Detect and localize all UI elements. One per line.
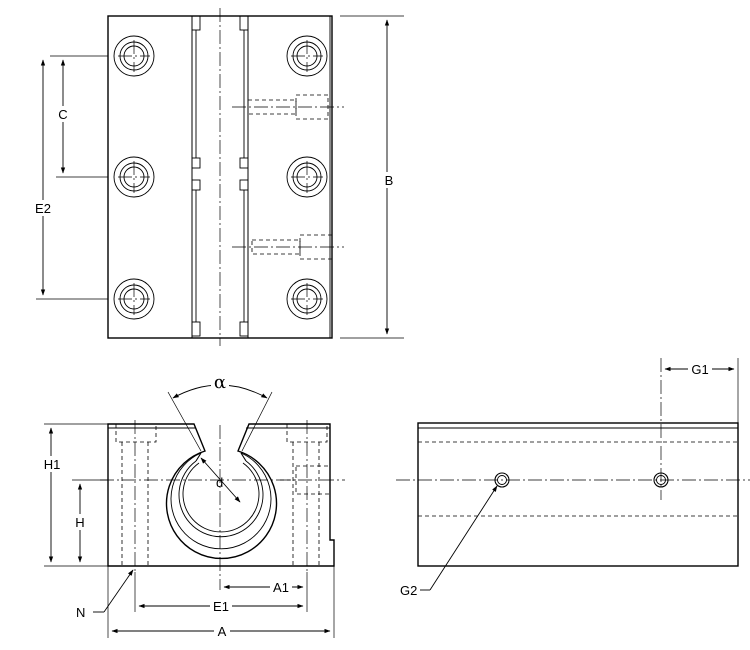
mounting-holes (113, 35, 328, 320)
label-C: C (58, 107, 67, 122)
hole-top-left (113, 35, 155, 77)
label-A1: A1 (273, 580, 289, 595)
seal-grooves (191, 15, 249, 337)
dimension-alpha: α (167, 372, 273, 452)
label-alpha: α (214, 372, 226, 393)
leader-N: N (76, 569, 134, 620)
hole-bottom-left (113, 278, 155, 320)
leader-G2: G2 (400, 485, 498, 598)
bearing-bushing (170, 452, 272, 550)
dimension-A: A (107, 566, 331, 639)
dimension-G1: G1 (664, 358, 739, 423)
top-view (107, 8, 344, 346)
front-view: d (100, 420, 345, 590)
hole-bottom-right (286, 278, 328, 320)
hole-mid-right (286, 156, 328, 198)
front-view-outline (107, 423, 335, 567)
dimension-A1: A1 (223, 566, 335, 638)
dimension-C: C (50, 55, 108, 178)
lube-hole-right (653, 472, 669, 488)
label-d: d (216, 475, 223, 490)
label-E1: E1 (213, 599, 229, 614)
dimension-H: H (72, 479, 108, 563)
label-H1: H1 (44, 457, 61, 472)
side-view-outline (417, 422, 739, 567)
hole-mid-left (113, 156, 155, 198)
label-G2: G2 (400, 583, 417, 598)
label-H: H (75, 515, 84, 530)
label-E2: E2 (35, 201, 51, 216)
side-view (396, 358, 750, 567)
lube-hole-left (494, 472, 510, 488)
dimension-E1: E1 (134, 572, 308, 614)
label-N: N (76, 605, 85, 620)
label-A: A (218, 624, 227, 639)
label-B: B (385, 173, 394, 188)
dimension-H1: H1 (40, 423, 108, 567)
dimension-E2: E2 (32, 59, 108, 300)
hidden-lube-holes (232, 94, 344, 260)
dimension-B: B (340, 15, 404, 339)
label-G1: G1 (691, 362, 708, 377)
hole-top-right (286, 35, 328, 77)
